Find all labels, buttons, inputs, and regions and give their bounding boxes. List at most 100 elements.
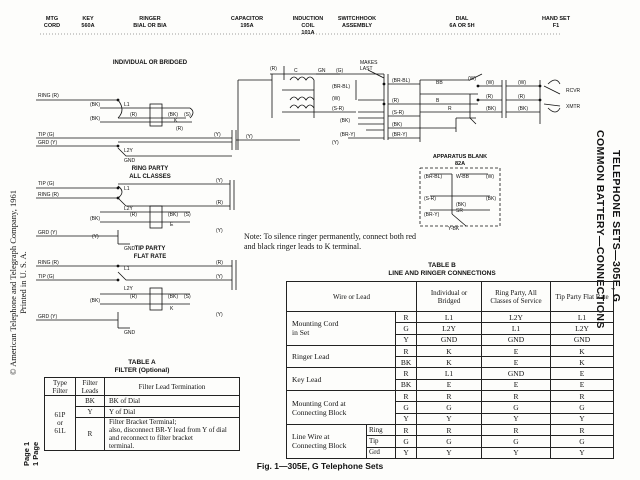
label-w-3: (W) — [518, 80, 526, 86]
label-b: B — [436, 98, 440, 104]
label-k-2: K — [170, 306, 174, 312]
label-y-2: (Y) — [246, 134, 253, 140]
table-b-cell: GND — [416, 333, 482, 346]
header-ringer-1: RINGER — [139, 16, 160, 22]
label-s-r-3: (S-R) — [424, 196, 436, 202]
table-b-cell: R — [416, 390, 482, 403]
label-apparatus-blank-2: 82A — [455, 161, 465, 167]
label-l1-1: L1 — [124, 102, 130, 108]
table-b-color: G — [395, 322, 417, 335]
table-b-caption-line-1: TABLE B — [428, 262, 456, 269]
label-r-coil: (R) — [270, 66, 277, 72]
table-b-cell: L2Y — [416, 322, 482, 335]
table-b-lead: Key Lead — [285, 367, 397, 392]
table-b-cell: L2Y — [481, 310, 551, 324]
label-g: (G) — [336, 68, 344, 74]
table-b-sublead: Tip — [366, 435, 397, 448]
table-b-cell: Y — [550, 412, 614, 425]
header-key-1: KEY — [82, 16, 94, 22]
table-a-term-line: terminal. — [109, 442, 135, 450]
table-b-cell: GND — [481, 333, 551, 346]
table-b-sublead: Grd — [366, 446, 397, 459]
label-s-3: (S) — [184, 294, 191, 300]
label-r-7: (R) — [392, 98, 399, 104]
label-r-3: (R) — [216, 200, 223, 206]
label-e-1: E — [170, 222, 174, 228]
header-key-2: 560A — [81, 23, 94, 29]
table-a-header-termination: Filter Lead Termination — [104, 377, 240, 396]
header-capacitor-2: 195A — [240, 23, 253, 29]
label-bk-3: (BK) — [168, 112, 178, 118]
table-b-cell: GND — [550, 333, 614, 346]
table-b-caption: TABLE B LINE AND RINGER CONNECTIONS — [270, 262, 614, 277]
label-tip-3: TIP (G) — [38, 274, 55, 280]
table-b-color: Y — [395, 446, 417, 459]
table-b-cell: R — [481, 390, 551, 403]
table-b-cell: E — [481, 378, 551, 392]
label-bk-10: (BK) — [486, 106, 496, 112]
label-br-bl-1: (BR-BL) — [332, 84, 350, 90]
label-bk-13: (BK) — [456, 202, 466, 208]
label-y-1: (Y) — [214, 132, 221, 138]
section-individual-title: INDIVIDUAL OR BRIDGED — [113, 60, 188, 66]
table-b-lead-line: Ringer Lead — [292, 352, 330, 362]
table-b-cell: L1 — [416, 367, 482, 380]
column-headers: MTG CORD KEY 560A RINGER BIAL OR BIA CAP… — [44, 16, 571, 36]
header-induction-coil-1: INDUCTION — [293, 16, 324, 22]
table-b-lead-line: Line Wire at — [292, 432, 330, 442]
label-tip-1: TIP (G) — [38, 132, 55, 138]
label-bk-8: (BK) — [340, 118, 350, 124]
label-gnd-2: GND — [124, 246, 136, 252]
table-b-cell: R — [550, 423, 614, 437]
header-mtg-cord-2: CORD — [44, 23, 60, 29]
label-r-1: (R) — [130, 112, 137, 118]
section-ring-party-title-1: RING PARTY — [132, 166, 169, 172]
label-bk-1: (BK) — [90, 102, 100, 108]
header-hand-set-2: F1 — [553, 23, 559, 29]
table-b-cell: Y — [550, 446, 614, 459]
table-a-caption-line-1: TABLE A — [128, 359, 156, 366]
label-r-5: (R) — [216, 260, 223, 266]
table-a-caption: TABLE A FILTER (Optional) — [44, 359, 240, 374]
label-makes-1: MAKES — [360, 60, 378, 66]
label-ring-2: RING (R) — [38, 192, 59, 198]
label-makes-2: LAST — [360, 66, 373, 72]
label-grd-1: GRD (Y) — [38, 140, 58, 146]
label-s-1: (S) — [184, 112, 191, 118]
label-bk-4: (BK) — [168, 212, 178, 218]
table-a-type-line: 61L — [54, 427, 66, 435]
label-grd-2: GRD (Y) — [38, 230, 58, 236]
label-y-8: (Y) — [332, 140, 339, 146]
label-bk-5: (BK) — [90, 216, 100, 222]
label-y-4: (Y) — [92, 234, 99, 240]
table-a-lead: BK — [75, 395, 105, 407]
table-b-header-individual: Individual or Bridged — [416, 281, 482, 312]
label-w-2: (W) — [486, 80, 494, 86]
label-ring-3: RING (R) — [38, 260, 59, 266]
table-b-lead-line: Connecting Block — [292, 441, 347, 451]
label-bk-11: (BK) — [518, 106, 528, 112]
label-apparatus-blank-1: APPARATUS BLANK — [433, 154, 487, 160]
table-b-header-ring-party: Ring Party, All Classes of Service — [481, 281, 551, 312]
header-induction-coil-2: COIL — [301, 23, 315, 29]
table-b-cell: K — [416, 356, 482, 369]
table-b-cell: Y — [416, 412, 482, 425]
table-b-header-tip-party: Tip Party Flat Rate — [550, 281, 614, 312]
terminal-dots — [116, 82, 542, 282]
table-b-cell: Y — [481, 446, 551, 459]
table-b-color: BK — [395, 378, 417, 392]
table-a-lead: R — [75, 417, 105, 451]
table-b-cell: E — [550, 367, 614, 380]
header-ringer-2: BIAL OR BIA — [133, 23, 167, 29]
table-b-cell: R — [416, 423, 482, 437]
label-r-letter: R — [448, 106, 452, 112]
section-tip-party-title-1: TIP PARTY — [135, 246, 166, 252]
